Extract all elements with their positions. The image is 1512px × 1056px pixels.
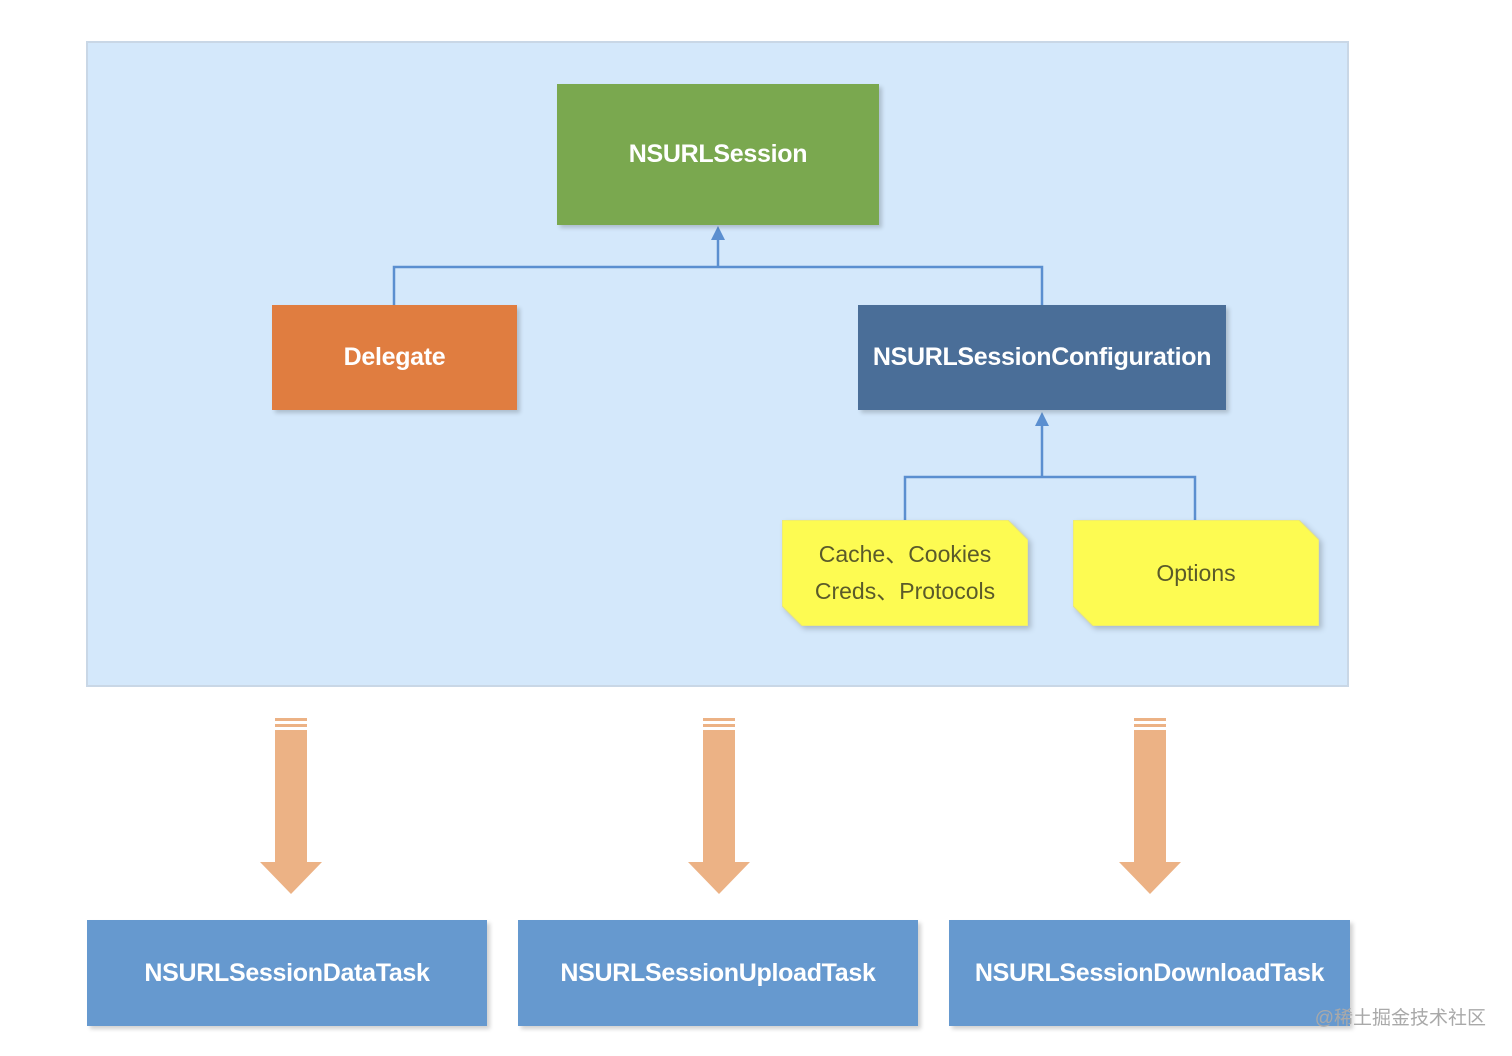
session-arrowhead-icon <box>711 226 725 240</box>
upload-task-node: NSURLSessionUploadTask <box>518 920 918 1026</box>
cache-cookies-note: Cache、Cookies Creds、Protocols <box>782 520 1028 626</box>
download-task-label: NSURLSessionDownloadTask <box>974 958 1325 987</box>
options-note: Options <box>1073 520 1319 626</box>
note-left-line1: Cache、Cookies <box>818 541 992 567</box>
watermark: @稀土掘金技术社区 <box>1314 1008 1486 1029</box>
download-task-node: NSURLSessionDownloadTask <box>949 920 1350 1026</box>
flow-arrow-download-icon <box>1119 718 1181 894</box>
data-task-label: NSURLSessionDataTask <box>144 958 430 987</box>
delegate-node: Delegate <box>272 305 517 410</box>
session-connector <box>392 238 1044 305</box>
upload-task-label: NSURLSessionUploadTask <box>560 958 876 987</box>
nsurlsession-node: NSURLSession <box>557 84 879 225</box>
note-shape-right <box>1073 520 1319 626</box>
configuration-connector <box>903 424 1197 520</box>
configuration-label: NSURLSessionConfiguration <box>872 343 1212 371</box>
note-left-line2: Creds、Protocols <box>814 578 996 604</box>
note-right-label: Options <box>1156 559 1236 586</box>
flow-arrow-data-icon <box>260 718 322 894</box>
configuration-arrowhead-icon <box>1035 412 1049 426</box>
nsurlsession-label: NSURLSession <box>628 140 808 168</box>
configuration-node: NSURLSessionConfiguration <box>858 305 1226 410</box>
data-task-node: NSURLSessionDataTask <box>87 920 487 1026</box>
note-shape-left <box>782 520 1028 626</box>
flow-arrow-upload-icon <box>688 718 750 894</box>
delegate-label: Delegate <box>343 343 446 371</box>
